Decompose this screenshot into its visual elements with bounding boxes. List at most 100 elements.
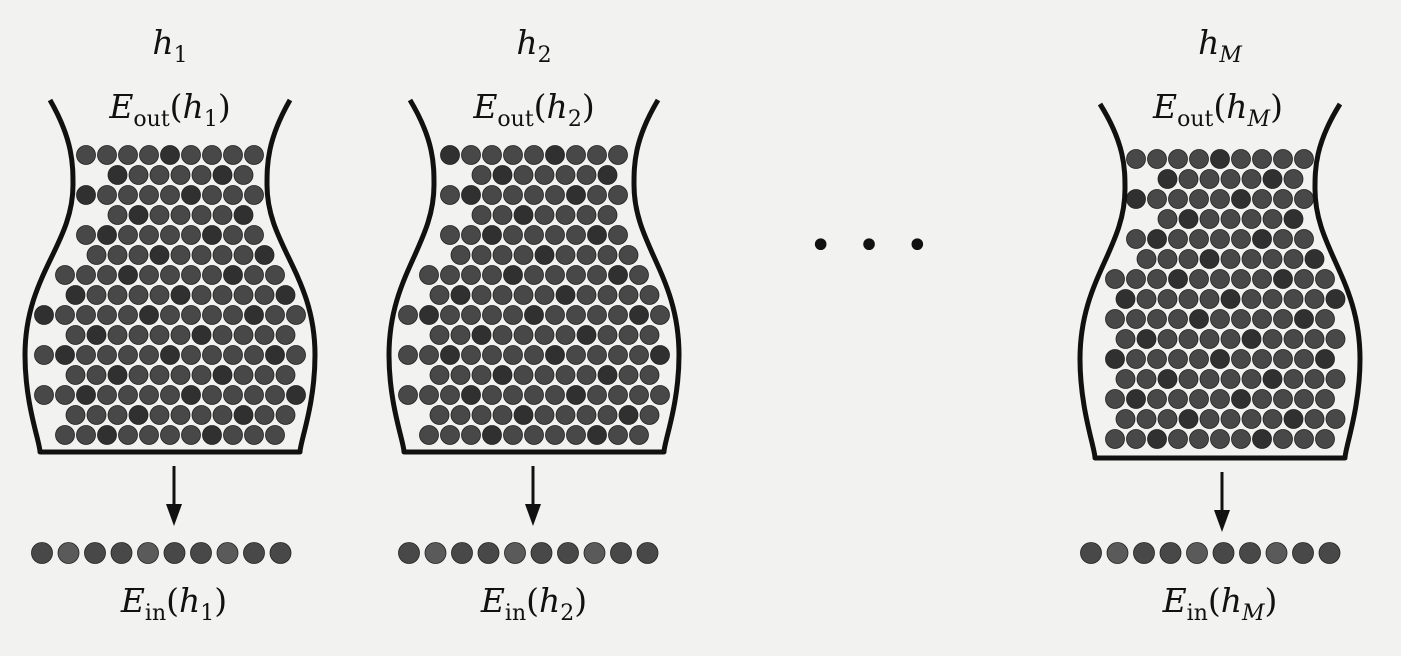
marble — [1178, 289, 1199, 309]
marble — [76, 185, 96, 205]
marble — [1262, 369, 1283, 389]
marble — [212, 205, 233, 225]
marble — [1325, 409, 1346, 429]
marble — [1178, 209, 1199, 229]
marble — [1262, 409, 1283, 429]
marble — [534, 165, 555, 185]
marble — [587, 345, 607, 365]
marble — [212, 325, 233, 345]
sample-marbles-1 — [31, 542, 292, 564]
bin-marbles-3 — [1105, 149, 1346, 449]
marble — [450, 245, 471, 265]
marble — [1283, 409, 1304, 429]
marble — [76, 385, 96, 405]
marble — [524, 225, 544, 245]
marble — [76, 305, 96, 325]
marble — [513, 205, 534, 225]
marble — [1199, 369, 1220, 389]
marble — [576, 405, 597, 425]
marble — [1231, 189, 1251, 209]
hypothesis-label-1: h1 — [152, 23, 188, 68]
marble — [265, 305, 285, 325]
marble — [1231, 429, 1251, 449]
marble — [555, 245, 576, 265]
marble — [608, 225, 628, 245]
marble — [244, 345, 264, 365]
marble — [128, 165, 149, 185]
marble — [1157, 169, 1178, 189]
sample-marble — [636, 542, 659, 564]
marble — [1199, 409, 1220, 429]
bin-outline-1 — [22, 98, 318, 455]
marble — [471, 365, 492, 385]
marble — [202, 425, 222, 445]
marble — [265, 425, 285, 445]
marble — [160, 185, 180, 205]
marble — [1231, 309, 1251, 329]
marble — [233, 245, 254, 265]
marble — [398, 385, 418, 405]
marble — [97, 305, 117, 325]
marble — [1210, 309, 1230, 329]
marble — [212, 165, 233, 185]
marble — [534, 365, 555, 385]
marble — [223, 385, 243, 405]
sample-marble — [583, 542, 606, 564]
marble — [170, 365, 191, 385]
marble — [639, 285, 660, 305]
marble — [286, 305, 306, 325]
marble — [513, 285, 534, 305]
marble — [555, 285, 576, 305]
marble — [212, 365, 233, 385]
marble — [597, 325, 618, 345]
marble — [233, 205, 254, 225]
marble — [1294, 229, 1314, 249]
bin-outline-3 — [1077, 102, 1363, 461]
marble — [233, 325, 254, 345]
marble — [524, 305, 544, 325]
marble — [1136, 289, 1157, 309]
marble — [1210, 149, 1230, 169]
marble — [1273, 429, 1293, 449]
marble — [650, 385, 670, 405]
marble — [566, 185, 586, 205]
marble — [181, 385, 201, 405]
marble — [1115, 409, 1136, 429]
marble — [139, 385, 159, 405]
marble — [1262, 169, 1283, 189]
marble — [76, 265, 96, 285]
marble — [1210, 269, 1230, 289]
e-out-label-2: Eout(h2) — [473, 87, 595, 132]
marble — [492, 285, 513, 305]
marble — [76, 225, 96, 245]
marble — [440, 185, 460, 205]
sample-marble — [216, 542, 239, 564]
marble — [149, 165, 170, 185]
marble — [587, 145, 607, 165]
marble — [576, 285, 597, 305]
marble — [419, 305, 439, 325]
sample-marble — [137, 542, 159, 564]
marble — [1136, 249, 1157, 269]
marble — [1283, 169, 1304, 189]
e-out-label-1: Eout(h1) — [109, 87, 231, 132]
marble — [139, 305, 159, 325]
marble — [1220, 209, 1241, 229]
marble — [128, 325, 149, 345]
marble — [1126, 309, 1146, 329]
marble — [492, 365, 513, 385]
marble — [1199, 329, 1220, 349]
marble — [650, 305, 670, 325]
marble — [1189, 229, 1209, 249]
hypothesis-label-m: hM — [1198, 23, 1242, 68]
marble — [398, 305, 418, 325]
marble — [1178, 409, 1199, 429]
marble — [440, 345, 460, 365]
marble — [597, 365, 618, 385]
marble — [181, 225, 201, 245]
marble — [97, 145, 117, 165]
marble — [223, 185, 243, 205]
marble — [1273, 389, 1293, 409]
marble — [1252, 149, 1272, 169]
